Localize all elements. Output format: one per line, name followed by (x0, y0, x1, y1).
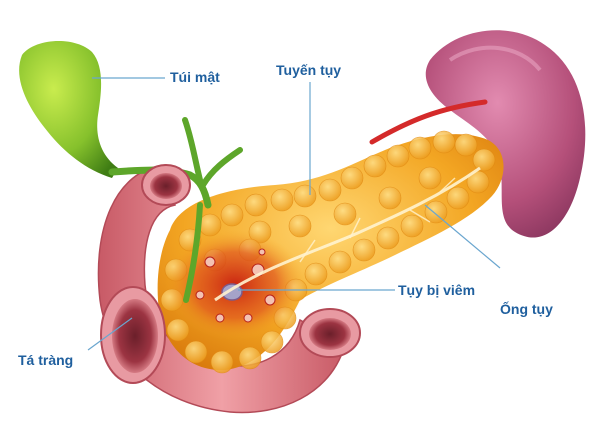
bile-duct (108, 166, 212, 209)
spleen-shape (425, 30, 586, 238)
gallbladder-shape (19, 41, 118, 178)
label-inflamed-pancreas: Tụy bị viêm (398, 282, 476, 298)
inflammation-spots (195, 248, 276, 323)
artery-shape (369, 99, 488, 145)
label-gallbladder: Túi mật (170, 69, 220, 85)
leader-lines (87, 77, 501, 351)
pancreatic-duct (214, 166, 481, 302)
label-duodenum: Tá tràng (18, 352, 74, 368)
label-pancreas: Tuyến tụy (276, 62, 342, 78)
label-pancreatic-duct: Ống tụy (500, 301, 553, 317)
